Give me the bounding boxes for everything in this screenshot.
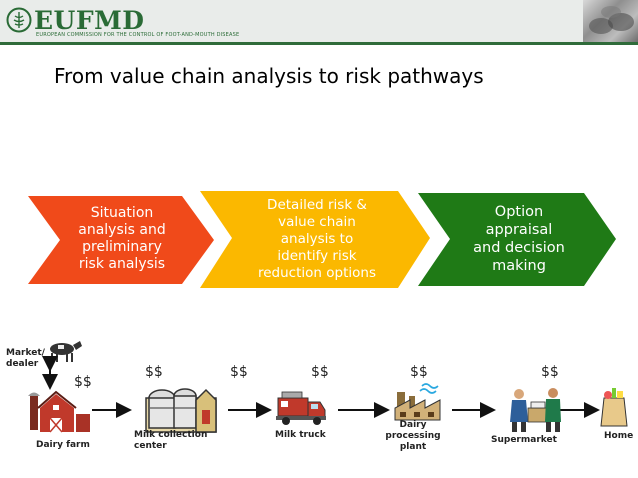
milk-truck-label: Milk truck <box>275 430 326 440</box>
cow-icon <box>50 341 82 362</box>
silo-icon <box>145 388 217 433</box>
step-arrow-1 <box>28 196 214 284</box>
truck-icon <box>276 391 326 425</box>
dairy-farm-label: Dairy farm <box>36 440 90 450</box>
dollar-sign-2: $$ <box>145 364 163 380</box>
step-arrow-3 <box>418 193 616 286</box>
supermarket-label: Supermarket <box>491 435 557 445</box>
grocery-bag-icon <box>600 388 628 427</box>
dollar-sign-4: $$ <box>311 364 329 380</box>
shoppers-icon <box>510 388 561 432</box>
fao-logo-icon <box>6 7 32 33</box>
logo-subtitle: EUROPEAN COMMISSION FOR THE CONTROL OF F… <box>36 32 240 38</box>
barn-icon <box>28 390 90 433</box>
step-arrow-2 <box>200 191 430 288</box>
dollar-sign-3: $$ <box>230 364 248 380</box>
dollar-sign-5: $$ <box>410 364 428 380</box>
factory-icon <box>394 383 441 421</box>
dollar-sign-1: $$ <box>74 374 92 390</box>
dollar-sign-6: $$ <box>541 364 559 380</box>
slide-title: From value chain analysis to risk pathwa… <box>54 64 484 88</box>
header-photo <box>583 0 638 42</box>
home-label: Home <box>604 431 634 441</box>
header-bar <box>0 0 638 45</box>
market-dealer-label: Market/dealer <box>6 348 45 369</box>
logo-text: EUFMD <box>34 6 145 35</box>
